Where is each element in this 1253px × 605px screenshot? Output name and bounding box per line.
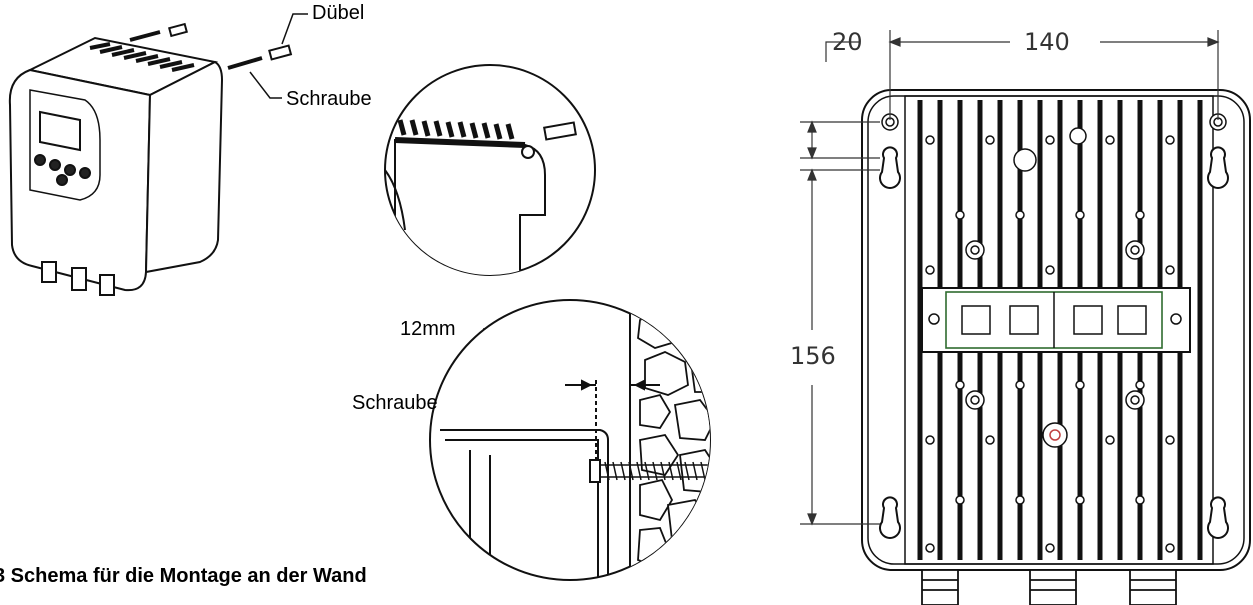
figure-caption: 3 Schema für die Montage an der Wand: [0, 565, 367, 587]
detail-circle-bottom: [429, 299, 711, 581]
dimension-140: 140: [1024, 28, 1070, 56]
detail-circle-top: [384, 64, 596, 276]
back-view-drawing: [861, 89, 1251, 605]
dimension-lines: [800, 30, 1220, 526]
dimension-20: 20: [832, 28, 863, 56]
duebel-label: Dübel: [312, 2, 365, 24]
12mm-label: 12mm: [400, 318, 456, 340]
device-isometric: [8, 36, 224, 296]
schraube-label-top: Schraube: [286, 88, 372, 110]
schraube-label-bottom: Schraube: [352, 392, 438, 414]
dimension-156: 156: [790, 342, 836, 370]
screws-top: [129, 22, 293, 70]
